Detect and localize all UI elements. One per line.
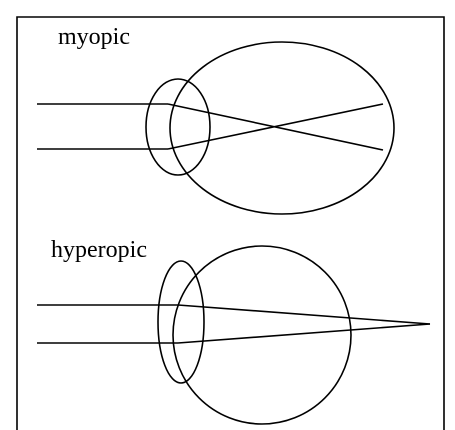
hyperopic-refracted-ray-bottom xyxy=(178,324,430,343)
hyperopic-eyeball xyxy=(173,246,351,424)
hyperopic-panel: hyperopic xyxy=(37,237,430,424)
hyperopic-refracted-ray-top xyxy=(178,305,430,324)
hyperopic-lens xyxy=(158,261,204,383)
diagram-frame xyxy=(17,17,444,430)
hyperopic-label: hyperopic xyxy=(51,237,147,263)
myopic-label: myopic xyxy=(58,24,130,50)
myopic-panel: myopic xyxy=(37,24,394,214)
